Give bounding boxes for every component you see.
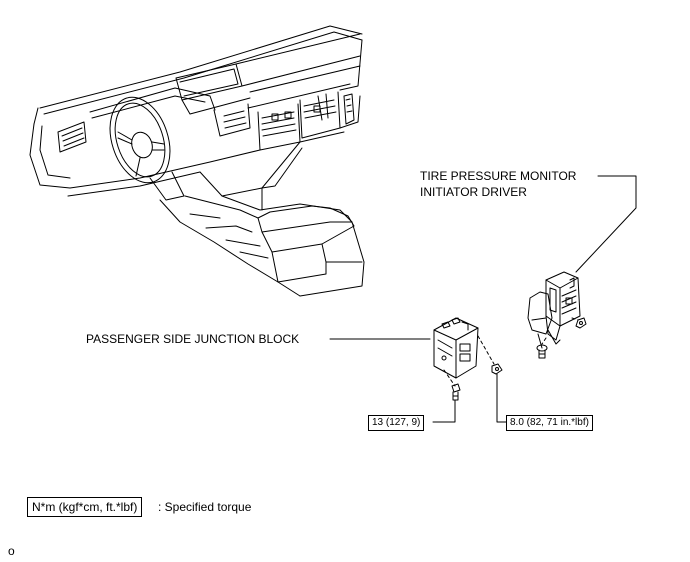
bolt-torque-spec: 13 (127, 9) [368, 415, 425, 431]
tpm-initiator-driver-label-line1: TIRE PRESSURE MONITOR [420, 169, 577, 183]
dashboard-illustration [29, 25, 363, 201]
torque-legend-description: : Specified torque [158, 500, 252, 514]
center-console-illustration [159, 187, 365, 297]
junction-block-illustration [433, 317, 503, 401]
figure-code: o [8, 544, 15, 558]
leader-lines [329, 175, 637, 423]
tpm-initiator-driver-label-line2: INITIATOR DRIVER [420, 185, 527, 199]
torque-unit-legend-box: N*m (kgf*cm, ft.*lbf) [27, 497, 143, 517]
tpm-initiator-driver-illustration [527, 271, 587, 359]
passenger-side-junction-block-label: PASSENGER SIDE JUNCTION BLOCK [86, 332, 300, 346]
nut-torque-spec: 8.0 (82, 71 in.*lbf) [506, 415, 593, 431]
